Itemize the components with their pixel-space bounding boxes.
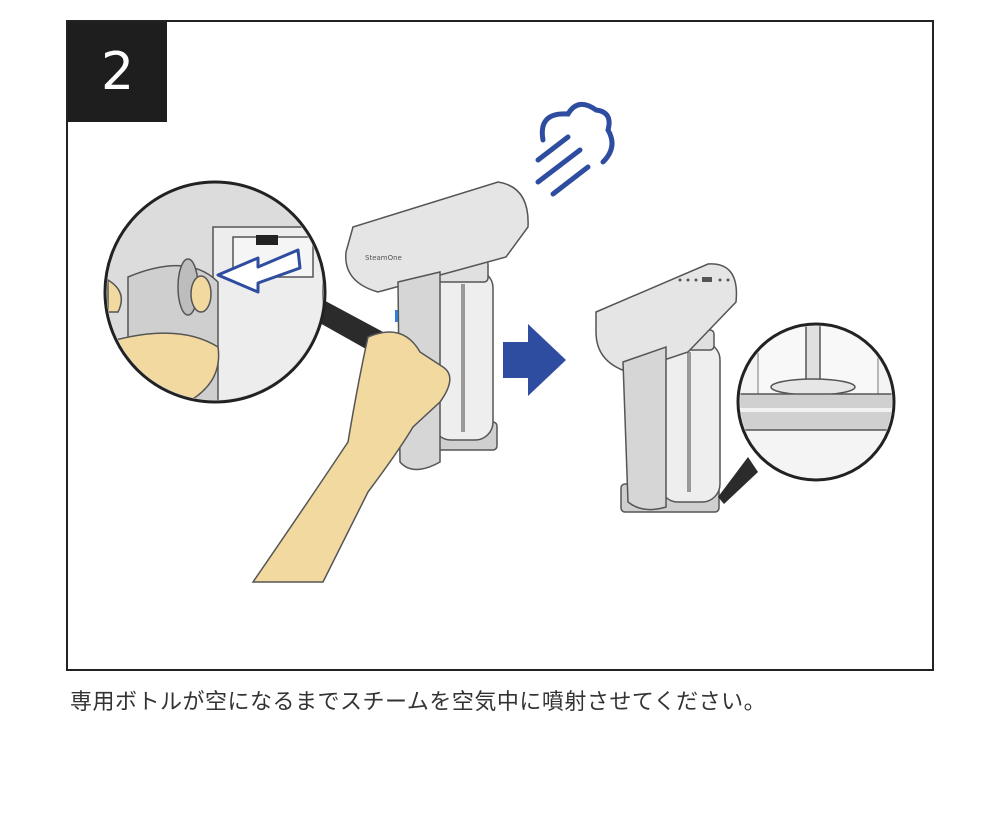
brand-label: SteamOne (365, 254, 402, 262)
instruction-panel: 2 (66, 20, 934, 671)
steamer-device-empty (595, 263, 738, 513)
steam-cloud-icon (535, 101, 615, 197)
instruction-illustration: SteamOne (103, 101, 896, 583)
arrow-right-icon (503, 324, 566, 396)
zoom-connector-right (718, 457, 758, 504)
hand-arm (251, 331, 451, 583)
step-number-badge: 2 (68, 22, 167, 122)
instruction-caption: 専用ボトルが空になるまでスチームを空気中に噴射させてください。 (70, 690, 767, 715)
press-arrow-icon (216, 248, 302, 294)
steamer-device-held: SteamOne (345, 181, 529, 471)
zoom-circle-trigger (103, 180, 327, 404)
zoom-circle-bottle (736, 322, 896, 482)
